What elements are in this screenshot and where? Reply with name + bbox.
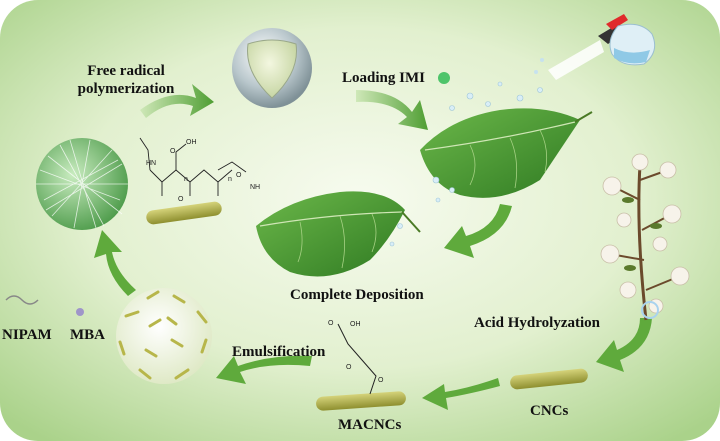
capsule-particle xyxy=(232,28,312,108)
sprayer-icon xyxy=(534,14,656,80)
chem-o-1: O xyxy=(170,148,176,155)
arrow-deposition xyxy=(444,204,512,258)
chem-o-macncs-1: O xyxy=(328,320,334,327)
chem-oh-macncs: OH xyxy=(350,321,361,328)
label-emulsification: Emulsification xyxy=(232,344,326,360)
emulsion-particle xyxy=(116,288,212,384)
chem-n-2: n xyxy=(228,176,232,183)
macncs-rod xyxy=(316,323,406,411)
label-complete-deposition: Complete Deposition xyxy=(290,287,424,303)
label-mba: MBA xyxy=(70,327,105,343)
leaf-top xyxy=(420,108,593,198)
chem-o-macncs-3: O xyxy=(378,377,384,384)
cncs-rod xyxy=(510,368,588,390)
hydrogel-network-sphere xyxy=(36,138,128,230)
mba-dot xyxy=(76,308,84,316)
arrow-emulsification xyxy=(216,355,312,384)
label-loading-imi: Loading IMI xyxy=(342,70,425,86)
chem-o-2: O xyxy=(178,196,184,203)
chem-o-3: O xyxy=(236,172,242,179)
label-nipam: NIPAM xyxy=(2,327,52,343)
cotton-plant xyxy=(600,153,690,321)
chem-oh: OH xyxy=(186,139,197,146)
arrow-loading xyxy=(356,90,428,130)
polymer-structure xyxy=(139,137,247,196)
label-cncs: CNCs xyxy=(530,403,569,419)
water-droplets xyxy=(389,81,543,247)
cnc-rod-top xyxy=(146,201,222,225)
label-free-radical-line2: polymerization xyxy=(77,81,175,97)
chem-n-1: n xyxy=(184,176,188,183)
leaf-bottom xyxy=(256,191,421,277)
label-free-radical: Free radical polymerization xyxy=(64,62,188,98)
arrow-cncs-to-macncs xyxy=(422,378,500,410)
chem-o-macncs-2: O xyxy=(346,364,352,371)
arrow-acid xyxy=(596,318,652,372)
nipam-molecule xyxy=(5,295,39,305)
label-free-radical-line1: Free radical xyxy=(87,63,165,79)
label-macncs: MACNCs xyxy=(338,417,402,433)
arrow-up-left xyxy=(94,230,136,296)
chem-hn: HN xyxy=(146,160,157,167)
arrow-polymerization xyxy=(140,84,214,118)
chem-nh: NH xyxy=(250,184,261,191)
imi-dot xyxy=(438,72,450,84)
label-acid-hydrolyzation: Acid Hydrolyzation xyxy=(474,315,600,331)
